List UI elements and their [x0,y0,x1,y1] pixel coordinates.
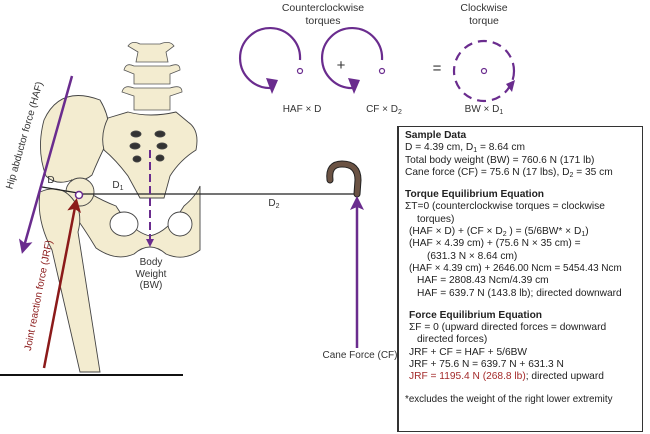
term-bw-d1-base: BW × D [464,104,500,115]
sample-data-line2: Total body weight (BW) = 760.6 N (171 lb… [405,154,595,166]
haf-arrow [18,75,74,254]
sample-data-line1: D = 4.39 cm, D1 = 8.64 cm [405,142,638,154]
bw-line3: (BW) [139,280,163,291]
ccw-torque-haf-icon [238,26,304,94]
lumbar-spine [121,42,183,111]
ccw-torque-cf-icon [320,26,386,94]
sd-l1a: D = 4.39 cm, D [405,142,474,154]
torque-eq-l6: (HAF × 4.39 cm) + 2646.00 Ncm = 5454.43 … [409,262,622,274]
te-l3b: ) = (5/6BW* × D [506,226,582,238]
te-l3a: (HAF × D) + (CF × D [409,226,503,238]
d2-sub: 2 [275,203,280,210]
torque-eq-title: Torque Equilibrium Equation [405,189,545,201]
te-l3-sub2: 1 [581,231,586,239]
sd-l3-sub: 2 [569,171,574,179]
sd-l3b: = 35 cm [573,166,613,178]
d2-label: D2 [264,198,284,210]
d1-sub: 1 [119,185,124,192]
term-cf-d2-base: CF × D [366,104,399,115]
equation-panel: Sample Data D = 4.39 cm, D1 = 8.64 cm To… [397,126,643,432]
cw-torque-title: Clockwise torque [446,2,522,28]
force-eq-l1: ΣF = 0 (upward directed forces = downwar… [409,322,607,334]
torque-eq-l3: (HAF × D) + (CF × D2 ) = (5/6BW* × D1) [405,226,638,238]
sample-data-title: Sample Data [405,130,467,141]
sd-l1b: = 8.64 cm [477,142,525,154]
cw-torque-bw-icon [452,39,516,103]
d-line [41,186,79,194]
term-cf-d2-sub: 2 [398,109,402,116]
torque-eq-l2: torques) [417,213,455,225]
footnote: *excludes the weight of the right lower … [405,393,613,405]
ccw-title-line1: Counterclockwise [281,2,365,14]
d1-base: D [112,180,120,191]
ccw-torques-title: Counterclockwise torques [268,2,378,28]
term-bw-d1: BW × D1 [456,104,512,116]
jrf-result: JRF = 1195.4 N (268.8 lb) [409,371,526,383]
bw-line1: Body [139,257,163,268]
term-bw-d1-sub: 1 [499,109,504,116]
torque-eq-l7: HAF = 2808.43 Ncm/4.39 cm [417,275,549,287]
cw-title-line1: Clockwise [460,2,508,14]
hip-joint-center-icon [74,190,84,200]
torque-eq-l8: HAF = 639.7 N (143.8 lb); directed downw… [417,287,622,299]
sample-data-line3: Cane force (CF) = 75.6 N (17 lbs), D2 = … [405,167,638,179]
torque-eq-l1: ΣT=0 (counterclockwise torques = clockwi… [405,201,605,213]
jrf-arrow [42,198,81,369]
bw-label: Body Weight (BW) [126,257,176,292]
d-label: D [47,175,55,186]
bw-line2: Weight [135,268,167,280]
d1-label: D1 [108,180,128,192]
d2-base: D [268,198,276,209]
jrf-direction: ; directed upward [525,371,604,383]
equals-sign: = [432,60,442,77]
force-eq-title: Force Equilibrium Equation [409,309,543,321]
term-cf-d2: CF × D2 [356,104,412,116]
force-eq-l4: JRF + 75.6 N = 639.7 N + 631.3 N [409,359,564,371]
cw-title-line2: torque [469,15,499,27]
sd-l3a: Cane force (CF) = 75.6 N (17 lbs), D [405,166,570,178]
plus-sign: + [336,57,346,74]
sd-l1-sub: 1 [473,147,478,155]
term-haf-d: HAF × D [282,104,322,115]
te-l3c: ) [585,226,589,238]
force-eq-l5: JRF = 1195.4 N (268.8 lb); directed upwa… [405,371,638,383]
torque-eq-l4: (HAF × 4.39 cm) + (75.6 N × 35 cm) = [409,238,581,250]
force-eq-l2: directed forces) [417,334,488,346]
force-eq-l3: JRF + CF = HAF + 5/6BW [409,346,528,358]
ccw-title-line2: torques [305,15,341,27]
torque-eq-l5: (631.3 N × 8.64 cm) [427,250,518,262]
te-l3-sub1: 2 [502,231,507,239]
cane-force-label: Cane Force (CF) [322,350,398,361]
